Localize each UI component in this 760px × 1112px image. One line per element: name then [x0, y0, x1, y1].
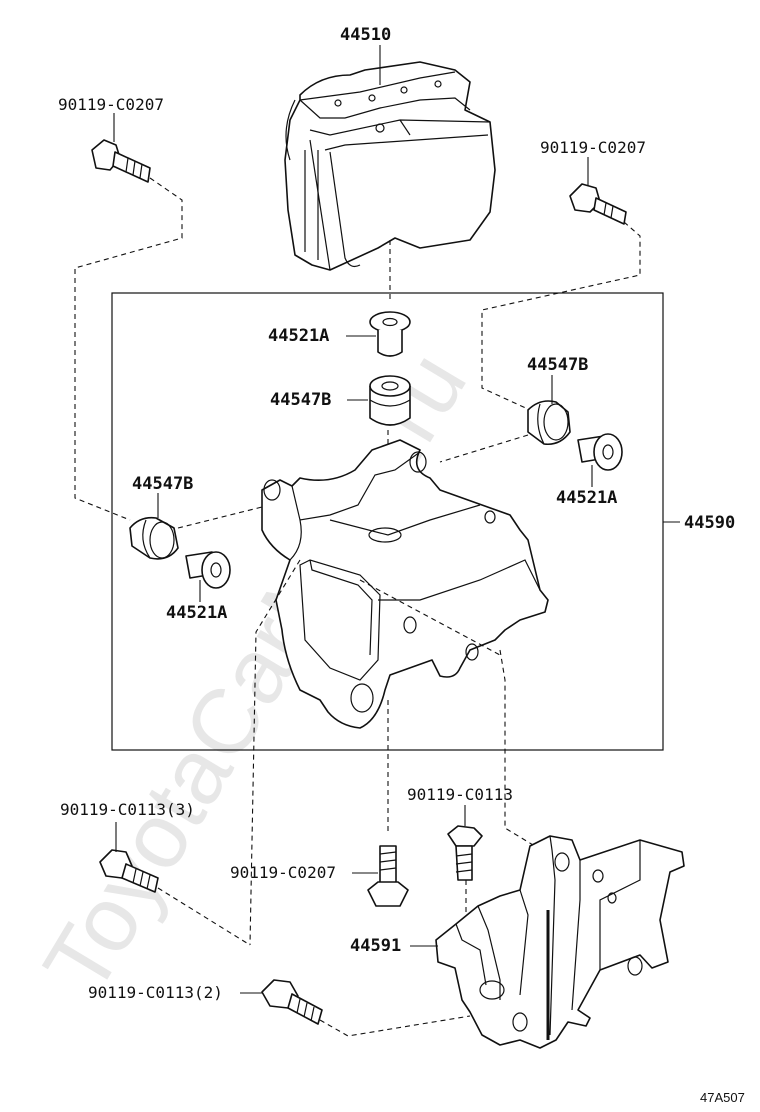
collar-left-part [185, 551, 231, 589]
label-collar-left: 44521A [166, 603, 227, 623]
dash-cushion-left [177, 504, 271, 529]
bolt-bottom-part [261, 979, 323, 1025]
label-collar-right: 44521A [556, 488, 617, 508]
dash-bracket-left [249, 559, 301, 946]
dash-bolt-lower-left [157, 887, 251, 946]
dash-bolt-top-left [74, 177, 183, 521]
bracket-44590-part [261, 439, 549, 729]
diagram-reference: 47A507 [700, 1090, 745, 1105]
label-cushion-left: 44547B [132, 474, 193, 494]
dash-bolt-bottom [319, 1015, 471, 1037]
bolt-lower-mid-part [447, 825, 483, 881]
dash-cushion-right [439, 434, 529, 463]
label-collar-center: 44521A [268, 326, 329, 346]
cushion-left-part [129, 516, 179, 560]
label-44590: 44590 [684, 513, 735, 533]
watermark-text: ToyotaCarMine.ru [25, 335, 486, 1010]
dash-bolt-lower-mid [465, 880, 473, 931]
bolt-top-right-part [569, 183, 627, 225]
label-44510: 44510 [340, 25, 391, 45]
label-bolt-lower-mid: 90119-C0113 [407, 785, 513, 804]
label-cushion-right: 44547B [527, 355, 588, 375]
label-bolt-top-left: 90119-C0207 [58, 95, 164, 114]
bolt-lower-center-part [367, 845, 409, 907]
dash-bolt-top-right [481, 221, 641, 411]
bolt-top-left-part [91, 139, 151, 183]
dash-bracket-right [499, 649, 539, 849]
abs-actuator-part [284, 61, 496, 271]
cushion-center-part [369, 375, 411, 426]
bracket-44591-part [435, 835, 685, 1049]
cushion-right-part [527, 400, 571, 446]
collar-center-part [369, 311, 411, 357]
bolt-lower-left-part [99, 849, 159, 893]
label-bolt-lower-center: 90119-C0207 [230, 863, 336, 882]
label-bolt-top-right: 90119-C0207 [540, 138, 646, 157]
collar-right-part [577, 433, 623, 471]
label-bolt-lower-left: 90119-C0113(3) [60, 800, 195, 819]
label-bolt-bottom: 90119-C0113(2) [88, 983, 223, 1002]
label-44591: 44591 [350, 936, 401, 956]
label-cushion-center: 44547B [270, 390, 331, 410]
